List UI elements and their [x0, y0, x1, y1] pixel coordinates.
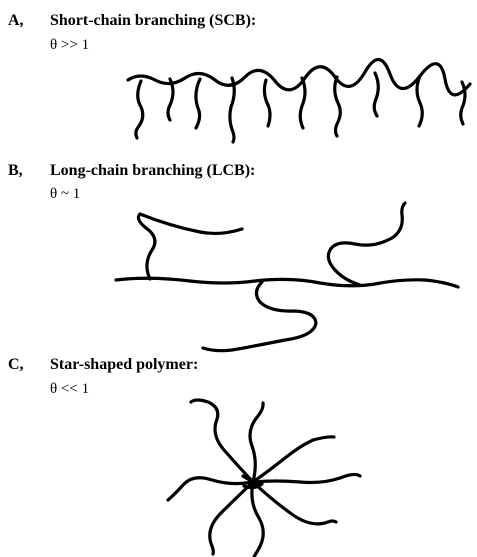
star-arm	[168, 478, 253, 500]
star-arm	[253, 437, 334, 482]
star-arm	[210, 482, 253, 554]
star-arm	[252, 482, 263, 557]
star-arm	[191, 400, 253, 482]
star-arm	[250, 403, 263, 482]
star-arm	[253, 482, 336, 524]
star-arm	[253, 474, 360, 482]
